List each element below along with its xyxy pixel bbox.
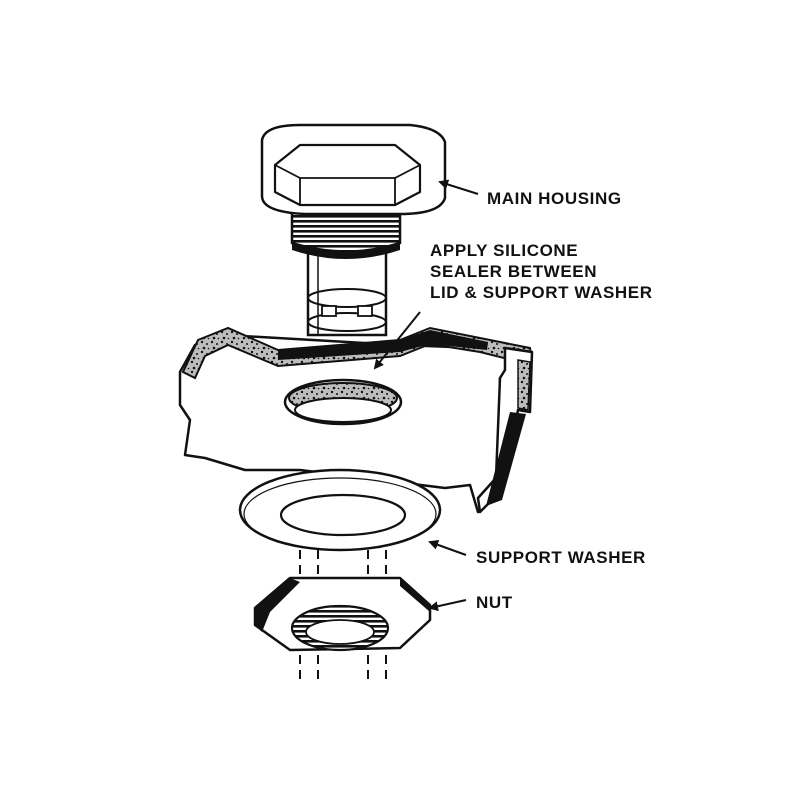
arrow-nut	[428, 599, 467, 612]
label-support-washer: SUPPORT WASHER	[476, 548, 646, 567]
label-apply-silicone-line-1: APPLY SILICONE	[430, 241, 579, 260]
label-apply-silicone-line-2: SEALER BETWEEN	[430, 262, 598, 281]
label-nut: NUT	[476, 593, 513, 612]
label-main-housing: MAIN HOUSING	[487, 189, 622, 208]
label-apply-silicone: APPLY SILICONE SEALER BETWEEN LID & SUPP…	[430, 240, 653, 303]
label-apply-silicone-line-3: LID & SUPPORT WASHER	[430, 283, 653, 302]
lid-panel	[178, 326, 534, 514]
arrow-main-housing	[438, 179, 479, 195]
nut	[253, 576, 432, 652]
arrow-support-washer	[428, 540, 467, 556]
arrow-silicone	[373, 311, 421, 370]
main-housing	[260, 123, 447, 337]
leader-arrows	[373, 179, 479, 612]
support-washer	[238, 468, 442, 552]
